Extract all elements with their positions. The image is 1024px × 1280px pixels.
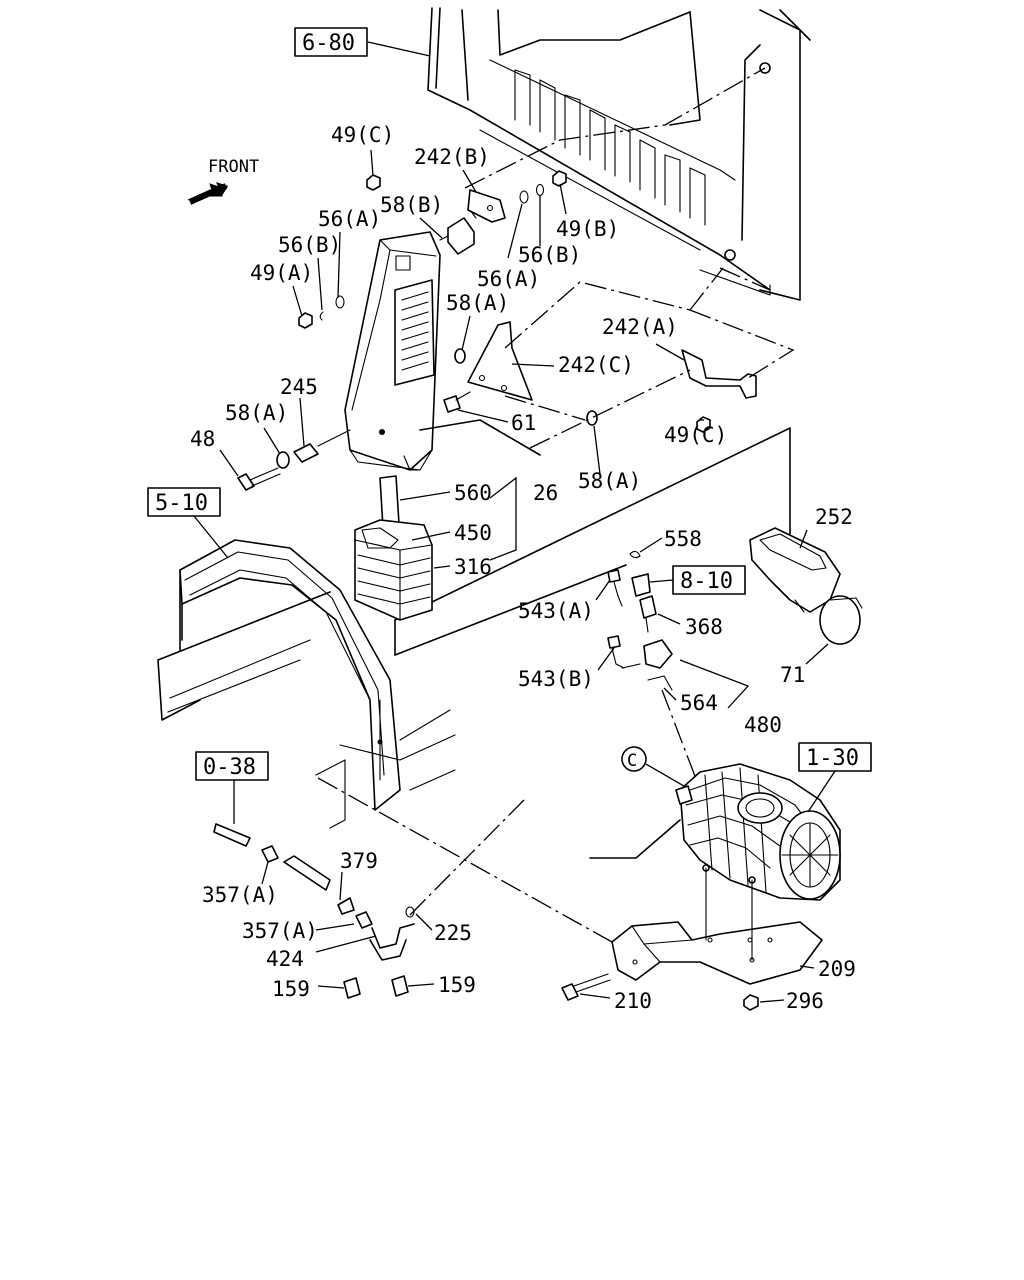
bracket-242b [467,189,506,223]
leader-lines [219,149,829,1003]
air-cleaner-bracket-209 [611,867,823,985]
callout-48: 48 [190,427,215,451]
circle-marker-c: C [621,746,647,772]
air-cleaner-assembly [675,763,841,901]
rubber-mount-58b [439,209,477,255]
bracket-242a [681,349,757,399]
callout-56b-mid: 56(B) [518,243,581,267]
front-direction-indicator: FRONT [187,157,259,205]
callout-56a-mid: 56(A) [477,267,540,291]
callout-242a: 242(A) [602,315,678,339]
callout-49b: 49(B) [556,217,619,241]
callout-71: 71 [780,663,805,687]
ref-box-1-30[interactable]: 1-30 [798,742,872,772]
ref-box-8-10[interactable]: 8-10 [672,565,746,595]
rear-fender-structure [157,539,456,829]
callout-558: 558 [664,527,702,551]
restriction-indicator-group [607,550,673,691]
callout-49c-right: 49(C) [664,423,727,447]
cab-rear-panel [427,7,811,301]
callout-159-left: 159 [272,977,310,1001]
callout-26: 26 [533,481,558,505]
callout-58a-upper: 58(A) [446,291,509,315]
intake-hood-252 [749,527,841,613]
callout-58b: 58(B) [380,193,443,217]
svg-text:FRONT: FRONT [208,157,259,177]
callout-242b: 242(B) [414,145,490,169]
callout-56a-left: 56(A) [318,207,381,231]
callout-252: 252 [815,505,853,529]
callout-242c: 242(C) [558,353,634,377]
bolt-61 [443,391,471,413]
callout-368: 368 [685,615,723,639]
callout-49a: 49(A) [250,261,313,285]
callout-58a-left: 58(A) [225,401,288,425]
callout-159-right: 159 [438,973,476,997]
bolt-210 [561,973,611,1001]
callout-450: 450 [454,521,492,545]
callout-379: 379 [340,849,378,873]
hose-clamp-71 [819,595,863,645]
svg-text:1-30: 1-30 [806,746,859,771]
callout-357a-1: 357(A) [202,883,278,907]
callout-296: 296 [786,989,824,1013]
intake-duct-pillar [344,231,441,471]
svg-text:0-38: 0-38 [203,755,256,780]
callout-543b: 543(B) [518,667,594,691]
svg-text:5-10: 5-10 [155,491,208,516]
callout-225: 225 [434,921,472,945]
drain-hose-group [213,823,415,999]
callout-424: 424 [266,947,304,971]
callout-49c-top: 49(C) [331,123,394,147]
callout-564: 564 [680,691,718,715]
callout-245: 245 [280,375,318,399]
svg-text:8-10: 8-10 [680,569,733,594]
callout-480: 480 [744,713,782,737]
bolt-48-assembly [237,429,351,491]
callout-56b-left: 56(B) [278,233,341,257]
svg-text:6-80: 6-80 [302,31,355,56]
bracket-242c [467,321,533,401]
svg-text:C: C [627,751,637,771]
callout-61: 61 [511,411,536,435]
callout-357a-2: 357(A) [242,919,318,943]
callout-560: 560 [454,481,492,505]
callout-543a: 543(A) [518,599,594,623]
ref-box-5-10[interactable]: 5-10 [147,487,221,517]
callout-316: 316 [454,555,492,579]
ref-box-6-80[interactable]: 6-80 [294,27,368,57]
hardware-upper [298,170,598,426]
callout-209: 209 [818,957,856,981]
air-inlet-assembly-26 [354,475,433,621]
callout-210: 210 [614,989,652,1013]
ref-box-0-38[interactable]: 0-38 [195,751,269,781]
callout-58a-lower: 58(A) [578,469,641,493]
callout-labels: 49(C) 242(B) 58(B) 56(A) 56(B) 49(A) 49(… [190,123,856,1013]
